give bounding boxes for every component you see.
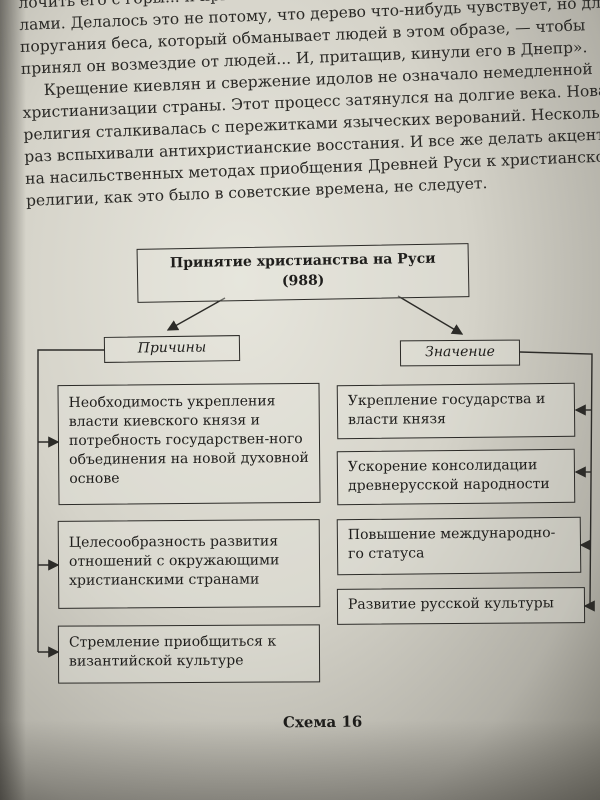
- diagram-caption: Схема 16: [282, 712, 363, 732]
- cause-box: Необходимость укрепления власти киевског…: [57, 382, 321, 506]
- cause-box: Целесообразность развития отношений с ок…: [57, 519, 321, 609]
- meaning-text: Ускорение консолидации древнерусской нар…: [347, 457, 550, 495]
- meaning-header-label: Значение: [425, 343, 495, 361]
- causes-header-label: Причины: [137, 339, 207, 357]
- arrow-to-meaning: [397, 295, 464, 335]
- meaning-header: Значение: [399, 339, 521, 367]
- cause-box: Стремление приобщиться к византийской ку…: [57, 624, 321, 684]
- arrow-to-causes: [166, 297, 226, 331]
- meaning-box: Укрепление государства и власти князя: [336, 382, 576, 440]
- cause-text: Стремление приобщиться к византийской ку…: [68, 633, 277, 670]
- meaning-box: Развитие русской культуры: [336, 587, 586, 625]
- meaning-box: Ускорение консолидации древнерусской нар…: [336, 448, 576, 506]
- causes-header: Причины: [103, 335, 241, 363]
- meaning-box: Повышение международно-го статуса: [336, 516, 582, 576]
- meaning-text: Развитие русской культуры: [347, 595, 554, 613]
- causes-bracket: [37, 349, 104, 652]
- meaning-bracket: [519, 351, 593, 607]
- cause-text: Необходимость укрепления власти киевског…: [68, 393, 309, 488]
- meaning-text: Повышение международно-го статуса: [347, 524, 556, 563]
- diagram-title-box: Принятие христианства на Руси (988): [136, 243, 470, 303]
- cause-text: Целесообразность развития отношений с ок…: [68, 533, 280, 589]
- meaning-text: Укрепление государства и власти князя: [347, 391, 546, 429]
